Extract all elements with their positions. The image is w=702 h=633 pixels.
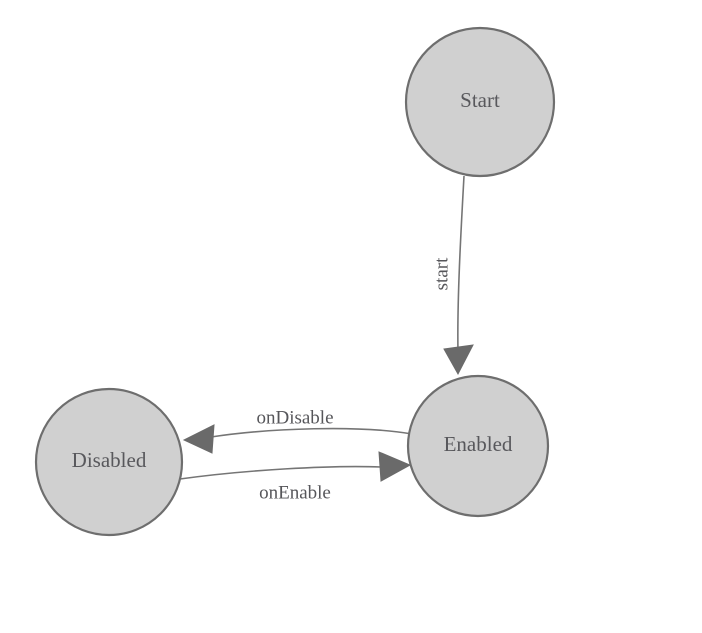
- node-enabled[interactable]: Enabled: [406, 374, 550, 518]
- node-enabled-label: Enabled: [444, 432, 513, 456]
- node-start-circle: [404, 26, 556, 178]
- node-start[interactable]: Start: [404, 26, 556, 178]
- edge-disabled-to-enabled-arrowhead: [378, 451, 412, 482]
- edge-start-to-enabled[interactable]: start: [431, 175, 474, 376]
- node-start-label: Start: [460, 88, 500, 112]
- node-enabled-circle: [406, 374, 550, 518]
- edge-label-start: start: [431, 257, 452, 290]
- edge-enabled-to-disabled[interactable]: onDisable: [182, 407, 413, 454]
- edge-enabled-to-disabled-path: [210, 427, 413, 438]
- edge-start-to-enabled-arrowhead: [443, 344, 474, 376]
- edge-disabled-to-enabled[interactable]: onEnable: [179, 451, 412, 503]
- node-disabled-circle: [34, 387, 184, 537]
- edge-enabled-to-disabled-arrowhead: [182, 424, 215, 454]
- edge-disabled-to-enabled-path: [179, 465, 382, 480]
- node-disabled[interactable]: Disabled: [34, 387, 184, 537]
- edge-label-ondisable: onDisable: [256, 407, 333, 428]
- edge-label-onenable: onEnable: [259, 482, 331, 503]
- node-disabled-label: Disabled: [72, 448, 147, 472]
- edge-start-to-enabled-path: [457, 175, 465, 353]
